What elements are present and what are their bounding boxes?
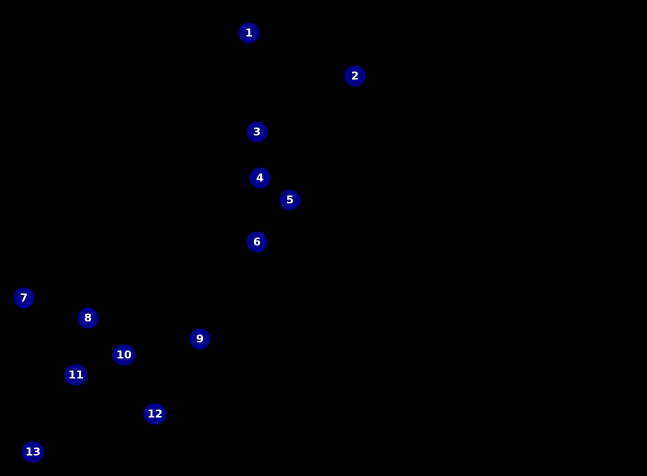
graph-node-11[interactable]: 11 — [64, 364, 88, 386]
graph-node-7[interactable]: 7 — [13, 287, 35, 309]
graph-node-12[interactable]: 12 — [143, 403, 167, 425]
graph-node-8[interactable]: 8 — [77, 307, 99, 329]
graph-node-4[interactable]: 4 — [249, 167, 271, 189]
graph-node-13[interactable]: 13 — [21, 441, 45, 463]
graph-node-10[interactable]: 10 — [112, 344, 136, 366]
graph-node-9[interactable]: 9 — [189, 328, 211, 350]
graph-node-3[interactable]: 3 — [246, 121, 268, 143]
graph-node-6[interactable]: 6 — [246, 231, 268, 253]
graph-node-1[interactable]: 1 — [238, 22, 260, 44]
graph-node-5[interactable]: 5 — [279, 189, 301, 211]
graph-node-2[interactable]: 2 — [344, 65, 366, 87]
